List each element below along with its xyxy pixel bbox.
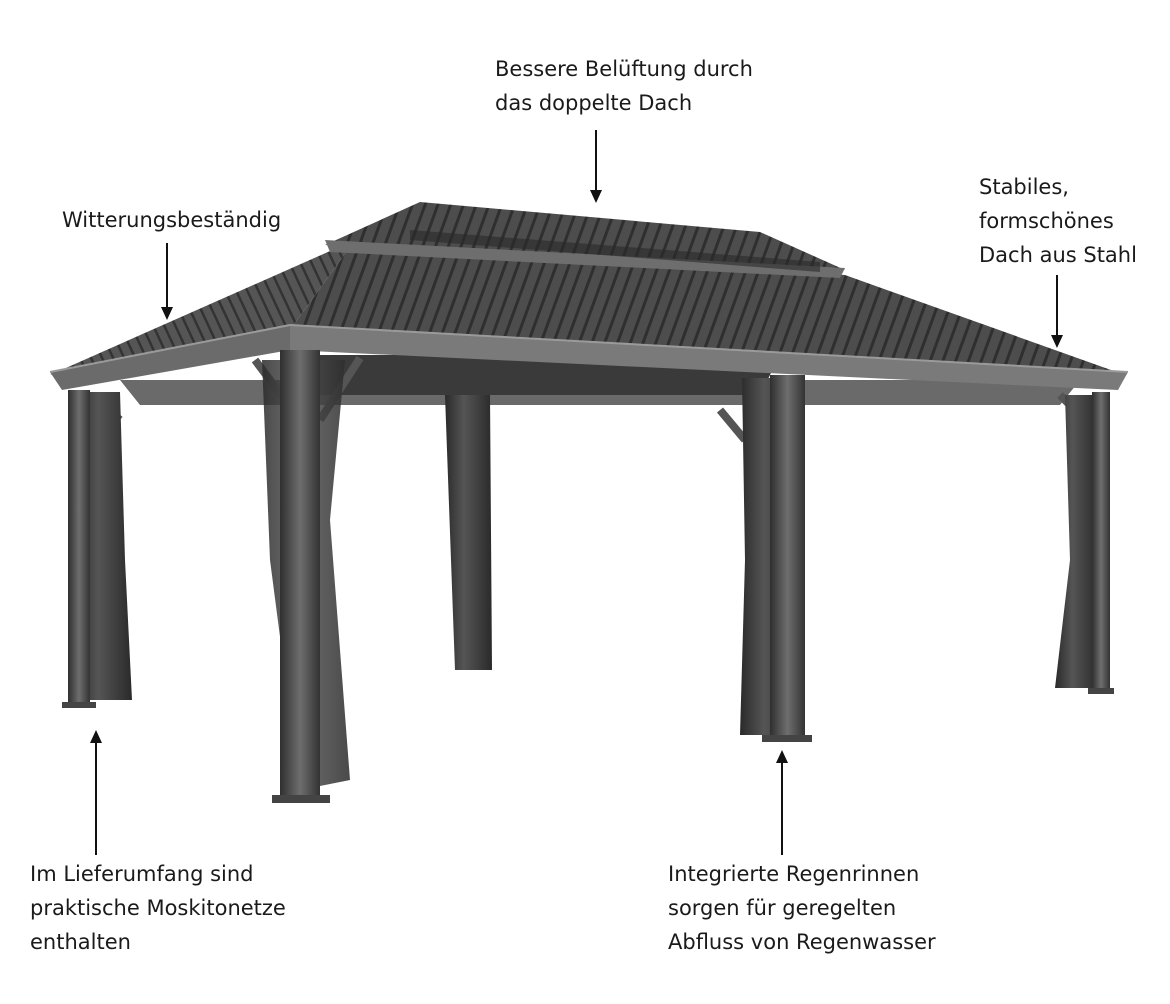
callout-line: Stabiles, <box>979 175 1069 199</box>
callout-gutters: Integrierte Regenrinnen sorgen für gereg… <box>668 857 936 959</box>
callout-weatherproof: Witterungsbeständig <box>62 203 281 237</box>
callout-line: sorgen für geregelten <box>668 896 897 920</box>
callout-line: praktische Moskitonetze <box>30 896 286 920</box>
callout-arrows <box>90 130 1063 855</box>
callout-line: das doppelte Dach <box>495 91 693 115</box>
callout-line: Abfluss von Regenwasser <box>668 930 936 954</box>
upper-roof <box>325 202 845 278</box>
callout-line: enthalten <box>30 930 131 954</box>
callout-line: Integrierte Regenrinnen <box>668 862 920 886</box>
callout-mosquito-nets: Im Lieferumfang sind praktische Moskiton… <box>30 857 286 959</box>
lower-roof <box>49 240 1129 390</box>
callout-steel-roof: Stabiles, formschönes Dach aus Stahl <box>979 170 1137 272</box>
mosquito-nets <box>76 360 1098 790</box>
callout-line: Dach aus Stahl <box>979 243 1137 267</box>
callout-ventilation: Bessere Belüftung durch das doppelte Dac… <box>495 52 753 120</box>
callout-line: Bessere Belüftung durch <box>495 57 753 81</box>
callout-line: Im Lieferumfang sind <box>30 862 254 886</box>
posts <box>62 350 1114 803</box>
callout-line: Witterungsbeständig <box>62 208 282 232</box>
callout-line: formschönes <box>979 209 1114 233</box>
